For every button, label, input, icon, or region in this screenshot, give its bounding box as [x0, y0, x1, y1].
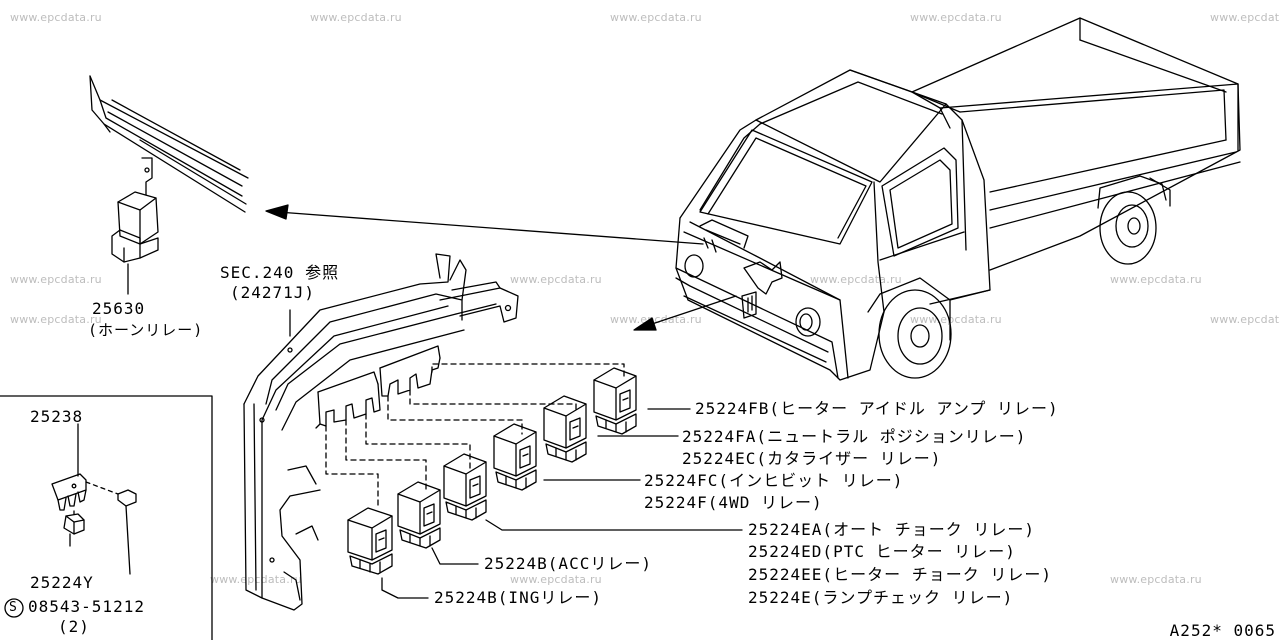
- label-relay-ed: 25224ED(PTC ヒーター リレー): [748, 542, 1016, 561]
- watermark: www.epcdata.ru: [810, 273, 902, 286]
- label-relay-ee: 25224EE(ヒーター チョーク リレー): [748, 565, 1052, 584]
- label-relay-ec: 25224EC(カタライザー リレー): [682, 449, 942, 468]
- watermark: www.epcdata.ru: [1210, 313, 1280, 326]
- diagram-code: A252* 0065: [1170, 621, 1276, 640]
- watermark: www.epcdata.ru: [310, 11, 402, 24]
- label-relay-fb: 25224FB(ヒーター アイドル アンプ リレー): [695, 399, 1059, 418]
- watermark: www.epcdata.ru: [510, 573, 602, 586]
- watermark: www.epcdata.ru: [910, 313, 1002, 326]
- relay-fb: [593, 367, 637, 435]
- watermark: www.epcdata.ru: [910, 11, 1002, 24]
- relay-bracket: [243, 253, 519, 611]
- label-horn-part: 25630: [92, 299, 146, 318]
- label-sec-part: (24271J): [230, 283, 316, 302]
- label-inset-screw-symbol: S: [9, 600, 17, 615]
- watermark: www.epcdata.ru: [510, 273, 602, 286]
- watermark: www.epcdata.ru: [1110, 273, 1202, 286]
- label-leader-lines: [289, 309, 743, 599]
- label-sec-ref: SEC.240 参照: [220, 263, 340, 282]
- label-inset-part-relay: 25224Y: [30, 573, 94, 592]
- label-relay-b-ing: 25224B(INGリレー): [434, 588, 602, 607]
- relay-b-ing: [347, 507, 393, 575]
- label-inset-qty: (2): [58, 617, 90, 636]
- label-relay-fc: 25224FC(インヒビット リレー): [644, 471, 904, 490]
- watermark: www.epcdata.ru: [1210, 11, 1280, 24]
- label-inset-part-top: 25238: [30, 407, 84, 426]
- inset-box: [0, 395, 213, 640]
- watermark: www.epcdata.ru: [1110, 573, 1202, 586]
- label-relay-ea: 25224EA(オート チョーク リレー): [748, 520, 1035, 539]
- relay-b-acc: [397, 481, 441, 549]
- horn-pointer-arrow: [265, 204, 704, 245]
- horn-relay: [111, 157, 159, 295]
- inset-bracket-part: [4, 423, 137, 618]
- truck-illustration: [675, 17, 1241, 381]
- watermark: www.epcdata.ru: [10, 313, 102, 326]
- relay-f-group: [493, 423, 537, 491]
- relay-pointer-arrow: [633, 295, 737, 331]
- watermark: www.epcdata.ru: [10, 11, 102, 24]
- horn-relay-bracket: [89, 75, 249, 213]
- label-relay-f: 25224F(4WD リレー): [644, 493, 823, 512]
- relay-fa-ec: [543, 395, 587, 463]
- label-relay-e: 25224E(ランプチェック リレー): [748, 588, 1014, 607]
- watermark: www.epcdata.ru: [10, 273, 102, 286]
- relay-e-group: [443, 453, 487, 521]
- watermark: www.epcdata.ru: [610, 313, 702, 326]
- label-horn-name: (ホーンリレー): [88, 321, 204, 339]
- label-relay-fa: 25224FA(ニュートラル ポジションリレー): [682, 427, 1027, 446]
- label-inset-screw: 08543-51212: [28, 597, 145, 616]
- watermark: www.epcdata.ru: [610, 11, 702, 24]
- label-relay-b-acc: 25224B(ACCリレー): [484, 554, 652, 573]
